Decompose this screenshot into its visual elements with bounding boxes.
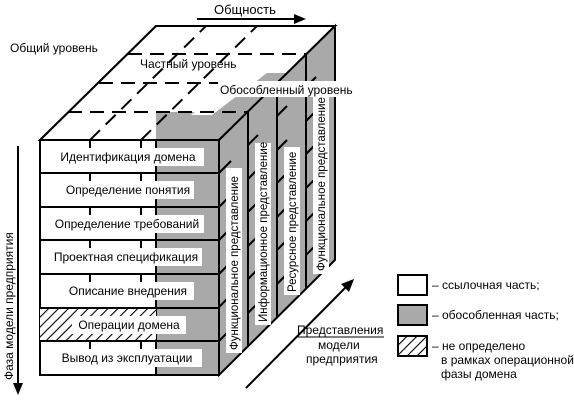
- right-face: Функциональное представление Информацион…: [218, 23, 336, 378]
- phase-labels: Идентификация домена Определение понятия…: [50, 148, 204, 367]
- phase-label-5: Операции домена: [78, 318, 180, 332]
- view-label-functional-1: Функциональное представление: [229, 176, 241, 350]
- view-label-resource: Ресурсное представление: [287, 152, 299, 292]
- partial-level-label: Частный уровень: [140, 57, 236, 71]
- legend-label-undefined-3: фазы домена: [441, 367, 517, 381]
- arrow-diagonal-icon: [341, 279, 354, 292]
- legend-label-particular: – обособленная часть;: [432, 308, 559, 322]
- phase-label-0: Идентификация домена: [60, 150, 196, 164]
- arrow-down-icon: [13, 383, 23, 395]
- phase-label-2: Определение требований: [55, 217, 199, 231]
- phase-axis: Фаза модели предприятия: [2, 146, 23, 395]
- legend: – ссылочная часть; – обособленная часть;…: [397, 274, 574, 381]
- phase-label-4: Описание внедрения: [69, 284, 187, 298]
- phase-label-3: Проектная спецификация: [54, 250, 198, 264]
- legend-label-undefined-2: в рамках операционной: [441, 353, 574, 367]
- legend-label-reference: – ссылочная часть;: [432, 278, 540, 292]
- view-labels: Функциональное представление Информацион…: [226, 86, 329, 353]
- view-label-functional-2: Функциональное представление: [316, 97, 328, 271]
- generality-axis-label: Общность: [214, 2, 276, 17]
- particular-level-label: Обособленный уровень: [220, 83, 353, 97]
- view-label-informational: Информационное представление: [258, 142, 270, 322]
- legend-swatch-gray: [397, 304, 428, 326]
- representations-label-3: предприятия: [306, 352, 378, 366]
- representations-axis: Представления модели предприятия: [245, 279, 384, 389]
- generality-axis: Общность: [197, 2, 306, 24]
- phase-label-1: Определение понятия: [66, 183, 190, 197]
- phase-label-6: Вывод из эксплуатации: [62, 351, 193, 365]
- level-labels: Общий уровень Частный уровень Обособленн…: [10, 41, 353, 97]
- arrow-right-icon: [294, 14, 306, 24]
- front-face: Идентификация домена Определение понятия…: [39, 139, 220, 376]
- legend-swatch-hatched: [397, 335, 428, 357]
- general-level-label: Общий уровень: [10, 41, 98, 55]
- representations-label-1: Представления: [297, 323, 383, 337]
- legend-swatch-white: [397, 274, 428, 296]
- legend-label-undefined-1: – не определено: [432, 339, 525, 353]
- phase-axis-label: Фаза модели предприятия: [2, 232, 16, 380]
- representations-label-2: модели: [318, 338, 360, 352]
